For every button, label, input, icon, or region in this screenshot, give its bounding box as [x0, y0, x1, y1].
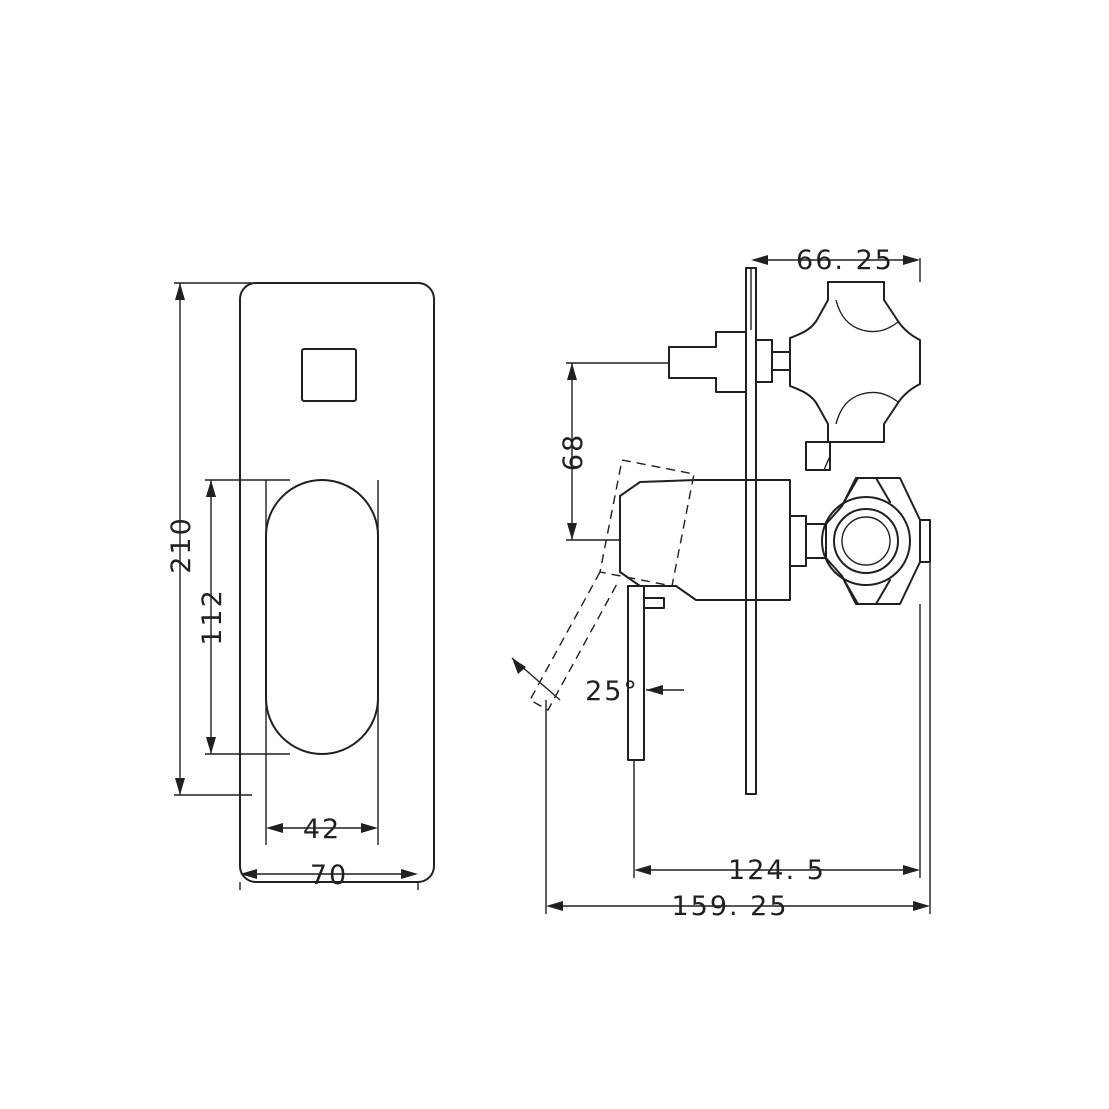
arrow-42-right — [361, 823, 378, 833]
side-main-body — [755, 479, 791, 601]
dim-label-70: 70 — [310, 860, 348, 891]
arrow-15925-left — [546, 901, 563, 911]
front-view — [239, 282, 435, 883]
dim-label-6625: 66. 25 — [796, 245, 894, 276]
arrow-112-top — [206, 480, 216, 497]
side-handle-solid — [619, 479, 757, 601]
arrow-112-bottom — [206, 737, 216, 754]
arrow-1245-right — [903, 865, 920, 875]
side-handle-lever — [627, 585, 645, 761]
dim-label-25deg: 25° — [585, 676, 639, 707]
front-diverter-button — [301, 348, 357, 402]
side-diverter-stem-chamfer — [806, 455, 831, 471]
dim-label-42: 42 — [303, 814, 341, 845]
side-diverter-nut — [771, 351, 791, 371]
arrow-70-right — [401, 869, 418, 879]
dim-label-112: 112 — [197, 588, 228, 646]
side-diverter-handle-inner — [835, 299, 899, 333]
side-top-stem — [668, 331, 747, 393]
arrow-68-bottom — [567, 523, 577, 540]
side-shell-extension — [919, 519, 931, 563]
arrow-6625-right — [903, 255, 920, 265]
arrow-70-left — [240, 869, 257, 879]
arrow-25deg-right — [646, 685, 663, 695]
arrow-15925-right — [913, 901, 930, 911]
side-wall-plate — [745, 267, 757, 795]
side-diverter-body — [755, 339, 773, 383]
side-outer-shell — [825, 477, 921, 605]
arrow-210-top — [175, 283, 185, 300]
dim-label-68: 68 — [558, 433, 589, 471]
side-body-neck — [789, 515, 807, 567]
arrow-42-left — [266, 823, 283, 833]
side-diverter-stem-lower — [805, 441, 831, 471]
arrow-68-top — [567, 363, 577, 380]
side-handle-clip — [643, 597, 665, 609]
side-handle-rotated-lever — [529, 571, 619, 711]
side-cartridge-mid — [833, 508, 899, 574]
side-diverter-handle-inner2 — [835, 391, 899, 425]
side-cartridge-inner — [841, 516, 891, 566]
arrow-25deg-left — [512, 658, 526, 674]
dim-label-15925: 159. 25 — [671, 891, 788, 922]
front-plate-outline — [239, 282, 435, 883]
arrow-1245-left — [634, 865, 651, 875]
side-cartridge-outer — [821, 496, 911, 586]
dim-label-1245: 124. 5 — [728, 855, 826, 886]
side-view-dimensions: 66. 25 68 25° 124. 5 159. 25 — [511, 245, 931, 922]
side-view — [529, 267, 931, 795]
side-handle-rotated-ghost — [599, 459, 695, 587]
side-diverter-handle-body — [789, 281, 921, 443]
arrow-210-bottom — [175, 778, 185, 795]
dim-label-210: 210 — [166, 516, 197, 574]
front-view-dimensions: 210 112 42 70 — [166, 282, 419, 891]
front-handle-outline — [265, 479, 379, 755]
arrow-6625-left — [751, 255, 768, 265]
